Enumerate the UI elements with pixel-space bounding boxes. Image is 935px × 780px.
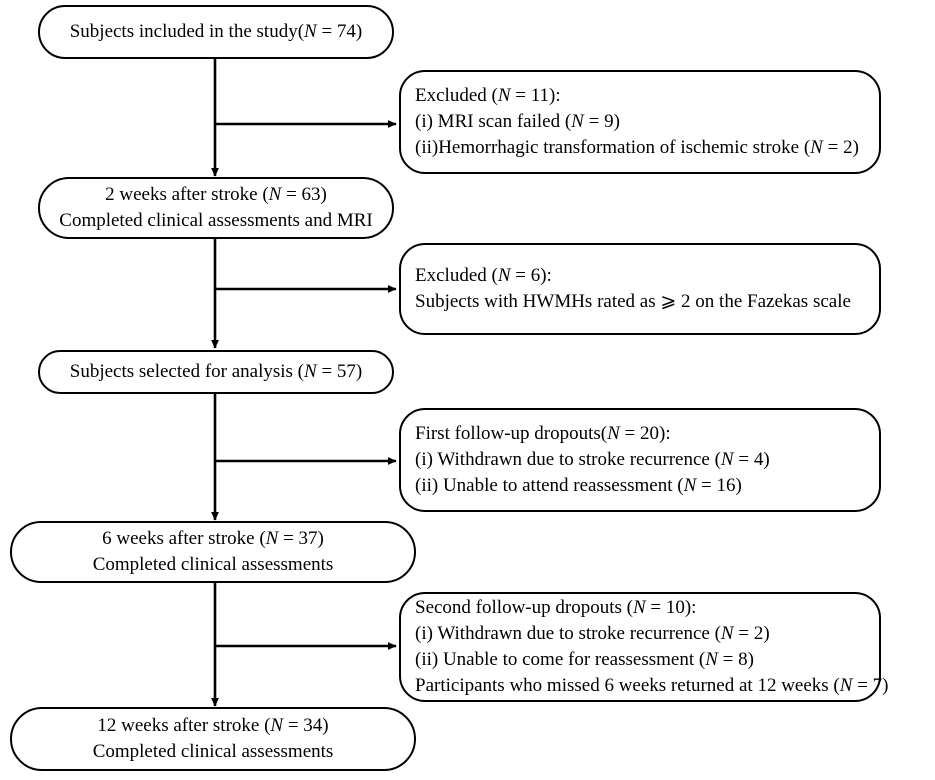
node-line: Excluded (N = 6): — [415, 264, 552, 286]
node-line: Subjects with HWMHs rated as ⩾ 2 on the … — [415, 291, 851, 312]
node-line: 12 weeks after stroke (N = 34) — [97, 714, 329, 736]
node-line: Completed clinical assessments — [92, 554, 334, 575]
node-subjects-included: Subjects included in the study(N = 74) — [38, 5, 394, 59]
node-line: (ii)Hemorrhagic transformation of ischem… — [415, 137, 859, 159]
node-line: (i) Withdrawn due to stroke recurrence (… — [415, 622, 770, 644]
node-week12: 12 weeks after stroke (N = 34) Completed… — [10, 707, 416, 771]
node-line: First follow-up dropouts(N = 20): — [415, 422, 671, 444]
node-line: Subjects selected for analysis (N = 57) — [69, 360, 363, 382]
node-line: (ii) Unable to attend reassessment (N = … — [415, 475, 742, 497]
node-line: Subjects included in the study(N = 74) — [69, 20, 363, 42]
node-dropouts-1: First follow-up dropouts(N = 20): (i) Wi… — [399, 408, 881, 512]
node-excluded-1: Excluded (N = 11): (i) MRI scan failed (… — [399, 70, 881, 174]
node-line: (i) Withdrawn due to stroke recurrence (… — [415, 448, 770, 470]
node-week2: 2 weeks after stroke (N = 63) Completed … — [38, 177, 394, 239]
node-line: Excluded (N = 11): — [415, 84, 561, 106]
node-line: (ii) Unable to come for reassessment (N … — [415, 649, 754, 670]
node-line: (i) MRI scan failed (N = 9) — [415, 110, 620, 132]
node-line: 6 weeks after stroke (N = 37) — [102, 527, 324, 549]
node-week6: 6 weeks after stroke (N = 37) Completed … — [10, 521, 416, 583]
node-excluded-2: Excluded (N = 6): Subjects with HWMHs ra… — [399, 243, 881, 335]
node-line: Completed clinical assessments — [92, 741, 334, 762]
node-dropouts-2: Second follow-up dropouts (N = 10): (i) … — [399, 592, 889, 702]
node-line: Completed clinical assessments and MRI — [59, 210, 373, 231]
node-line: Participants who missed 6 weeks returned… — [415, 675, 889, 697]
node-line: 2 weeks after stroke (N = 63) — [105, 183, 327, 205]
node-line: Second follow-up dropouts (N = 10): — [415, 596, 697, 618]
node-selected-for-analysis: Subjects selected for analysis (N = 57) — [38, 350, 394, 394]
